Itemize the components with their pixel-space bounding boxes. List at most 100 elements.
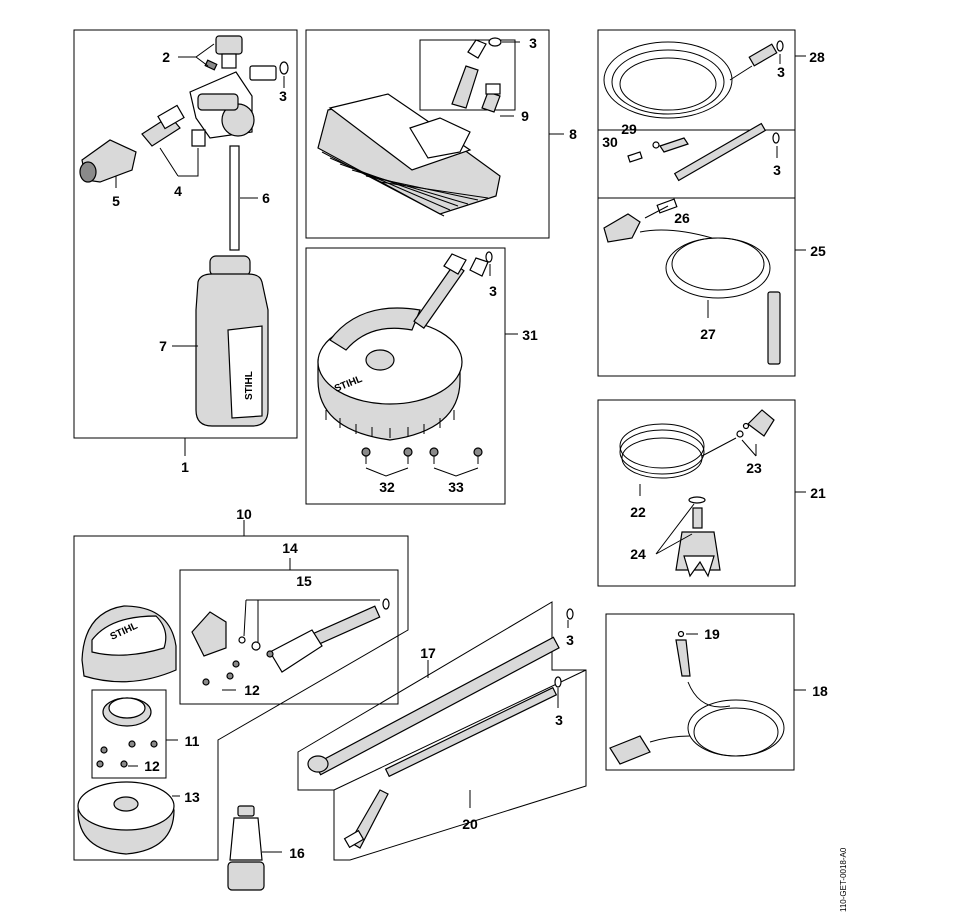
o-ring [772, 132, 780, 144]
lance-17 [307, 608, 574, 776]
callout-20: 20 [462, 816, 478, 832]
adjuster-part [141, 104, 185, 147]
callout-22: 22 [630, 504, 646, 520]
group-28-box [597, 29, 796, 199]
callout-23: 23 [746, 460, 762, 476]
o-ring [488, 37, 502, 47]
group-31-box [305, 247, 506, 505]
lance-tube [673, 122, 767, 182]
callout-11: 11 [185, 733, 200, 749]
callout-30: 30 [602, 134, 618, 150]
suction-tube [229, 145, 240, 251]
o-ring [485, 251, 493, 263]
foam-nozzle-head [189, 35, 277, 147]
leader-23 [741, 439, 757, 457]
hose-coupling [748, 43, 778, 67]
group-10-rotating-brush: STIHL [73, 506, 409, 861]
callout-14: 14 [282, 540, 298, 556]
drawing-code: 110-GET-0018-A0 [839, 847, 848, 912]
callout-3d: 3 [773, 162, 781, 178]
callout-3b: 3 [529, 35, 537, 51]
surface-cleaner-disc: STIHL [317, 307, 463, 441]
group-18-box [605, 613, 795, 771]
callout-27: 27 [700, 326, 716, 342]
coiled-hose [603, 41, 733, 119]
group-1-foam-nozzle: STIHL 2 3 4 5 6 7 1 [73, 29, 298, 475]
adapter [443, 253, 467, 275]
callout-7: 7 [159, 338, 167, 354]
leader-15 [243, 599, 380, 642]
leader-32 [365, 467, 409, 477]
screws-33 [429, 447, 483, 464]
group-31-surface-cleaner: STIHL 3 31 32 33 [305, 247, 538, 505]
callout-3g: 3 [555, 712, 563, 728]
group-18-pipe-cleaning: 19 18 [605, 613, 828, 771]
part-16-nozzle-adapter: 16 [227, 805, 305, 891]
handle-assembly [191, 598, 390, 686]
callout-17: 17 [420, 645, 436, 661]
lance-divider [333, 669, 587, 791]
callout-25: 25 [810, 243, 826, 259]
hose-coupling [609, 735, 651, 765]
coiled-hose-27 [639, 229, 771, 299]
hose-end-tube [767, 291, 781, 365]
o-ring [776, 40, 784, 52]
callout-33: 33 [448, 479, 464, 495]
group-8-wash-brush: 3 9 8 [305, 29, 577, 239]
callout-18: 18 [812, 683, 828, 699]
o-ring [279, 61, 289, 75]
callout-2: 2 [162, 49, 170, 65]
leader-33 [433, 467, 479, 477]
lance-box [297, 601, 587, 861]
group-25-box [597, 129, 796, 377]
group-21-suction-hose: 23 22 24 21 [597, 399, 826, 587]
callout-3f: 3 [566, 632, 574, 648]
callout-6: 6 [262, 190, 270, 206]
group-10-box [73, 535, 409, 861]
callout-24: 24 [630, 546, 646, 562]
nozzle-19 [675, 639, 691, 677]
leader-2 [178, 43, 215, 67]
spring-30 [627, 151, 643, 163]
callout-1: 1 [181, 459, 189, 475]
callout-26: 26 [674, 210, 690, 226]
lance-20 [343, 676, 562, 849]
callout-3c: 3 [777, 64, 785, 80]
callout-21: 21 [810, 485, 826, 501]
group-11-subbox [91, 689, 167, 779]
callout-13: 13 [184, 789, 200, 805]
clip [204, 59, 218, 71]
callout-8: 8 [569, 126, 577, 142]
brush-head [317, 93, 501, 217]
screws-32 [361, 447, 413, 464]
leader-24 [655, 503, 695, 555]
group-9-subbox [419, 39, 516, 111]
brush-ring [77, 781, 175, 855]
callout-4: 4 [174, 183, 182, 199]
callout-3a: 3 [279, 88, 287, 104]
group-14-subbox [179, 569, 399, 705]
callout-29: 29 [621, 121, 637, 137]
callout-28: 28 [809, 49, 825, 65]
group-21-box [597, 399, 796, 587]
nozzle-cap [79, 139, 137, 183]
callout-16: 16 [289, 845, 305, 861]
callout-19: 19 [704, 626, 720, 642]
adapter-29 [659, 137, 689, 153]
brush-hood: STIHL [81, 605, 177, 683]
callout-31: 31 [522, 327, 538, 343]
callout-12a: 12 [244, 682, 260, 698]
adapter [469, 257, 489, 277]
connector-23 [747, 409, 775, 437]
group-28-hose: 3 28 29 30 [597, 29, 825, 199]
gun-adapter [603, 213, 641, 243]
callout-12b: 12 [144, 758, 160, 774]
callout-3e: 3 [489, 283, 497, 299]
filter-24 [675, 496, 721, 578]
rotor-head [96, 697, 158, 768]
adapter-pair [451, 39, 501, 113]
coiled-suction-hose [619, 423, 737, 479]
callout-9: 9 [521, 108, 529, 124]
callout-15: 15 [296, 573, 312, 589]
